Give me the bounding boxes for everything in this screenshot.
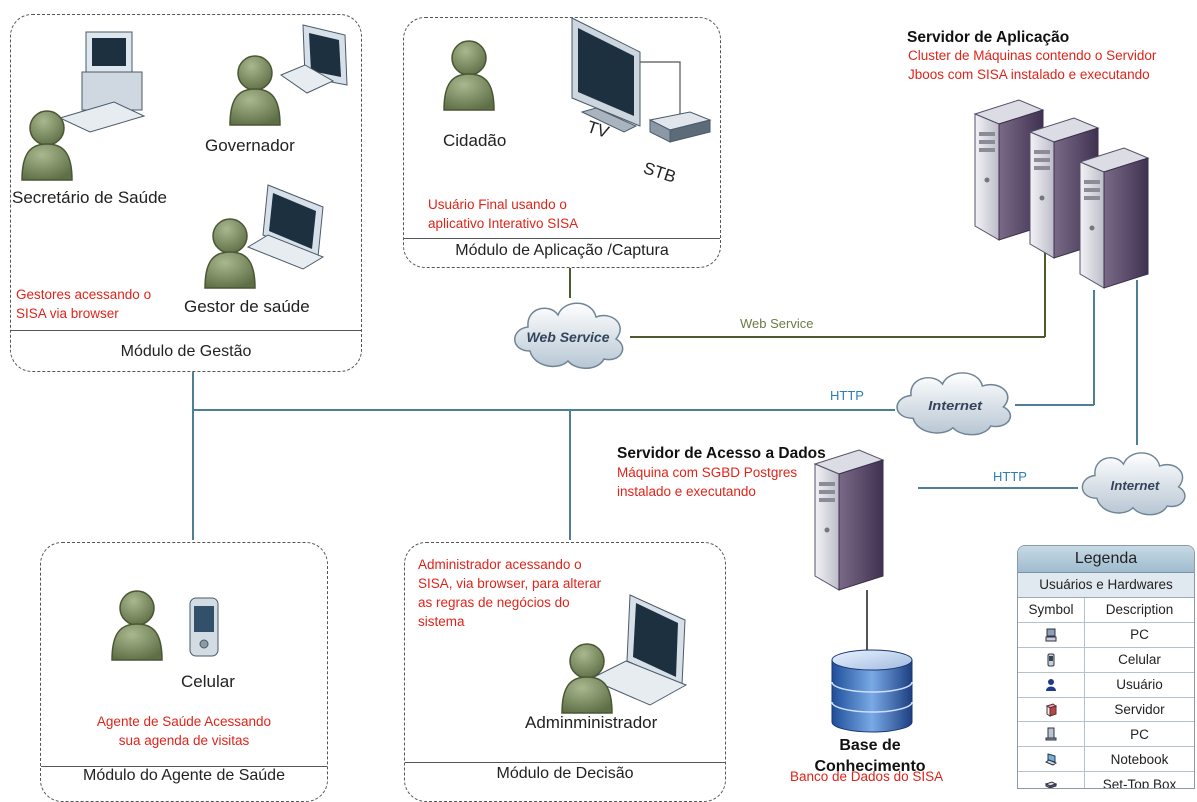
secretario-label: Secretário de Saúde xyxy=(12,188,167,207)
legend-row: Notebook xyxy=(1018,747,1194,773)
modulo-aplicacao-title: Módulo de Aplicação /Captura xyxy=(455,242,669,259)
user-icon xyxy=(1046,678,1056,691)
http-label-1: HTTP xyxy=(830,388,864,403)
legend-row: PC xyxy=(1018,622,1194,648)
mobile-icon xyxy=(1047,653,1055,667)
internet-cloud-2: Internet xyxy=(1081,452,1186,516)
pc-tower-icon xyxy=(1045,727,1057,741)
network-lines xyxy=(192,61,1138,652)
legend-row: Usuário xyxy=(1018,672,1194,698)
http-label-2: HTTP xyxy=(993,469,1027,484)
servidor-dados-title: Servidor de Acesso a Dados xyxy=(617,445,826,462)
data-server-icon xyxy=(814,449,884,591)
laptop-gestor-icon xyxy=(246,184,325,270)
tv-icon xyxy=(571,17,641,133)
stb-icon xyxy=(648,111,712,143)
set-top-box-icon xyxy=(1045,781,1057,788)
legend-description: Usuário xyxy=(1116,677,1163,693)
svg-text:Internet: Internet xyxy=(928,397,983,412)
server-cluster-icon xyxy=(974,99,1149,289)
legend-title: Legenda xyxy=(1018,546,1194,573)
servidor-aplicacao-title: Servidor de Aplicação xyxy=(907,29,1070,46)
legend-row: PC xyxy=(1018,722,1194,748)
legend-description: PC xyxy=(1130,627,1149,643)
gestor-label: Gestor de saúde xyxy=(184,297,310,316)
internet-cloud-1: Internet xyxy=(896,372,1012,436)
base-conhecimento-note: Banco de Dados do SISA xyxy=(790,769,944,784)
legend-description: Set-Top Box xyxy=(1102,776,1177,789)
web-service-cloud: Web Service xyxy=(513,302,624,370)
modulo-gestao-box xyxy=(10,14,362,372)
svg-text:Web Service: Web Service xyxy=(526,329,609,345)
database-icon xyxy=(831,649,913,733)
server-icon xyxy=(1045,702,1057,717)
governador-label: Governador xyxy=(205,136,295,155)
modulo-decisao-title: Módulo de Decisão xyxy=(496,765,634,782)
tv-stb-cable xyxy=(640,61,681,118)
legend-description: Notebook xyxy=(1110,751,1169,767)
web-service-line-label: Web Service xyxy=(740,316,813,331)
legend-description: Servidor xyxy=(1114,702,1165,717)
legend-table: Legenda Usuários e Hardwares Symbol Desc… xyxy=(1017,545,1195,789)
monitor-icon xyxy=(279,24,348,94)
modulo-aplicacao-box xyxy=(403,17,721,268)
legend-subtitle: Usuários e Hardwares xyxy=(1018,573,1194,598)
laptop-admin-icon xyxy=(588,594,688,706)
modulo-agente-title: Módulo do Agente de Saúde xyxy=(83,767,285,784)
legend-description: PC xyxy=(1130,726,1149,742)
admin-label: Adminministrador xyxy=(525,713,658,732)
svg-text:Internet: Internet xyxy=(1111,478,1160,493)
cidadao-label: Cidadão xyxy=(443,131,507,150)
legend-row: Set-Top Box xyxy=(1018,772,1194,789)
legend-col-description: Description xyxy=(1105,602,1174,618)
pc-icon xyxy=(1045,628,1057,642)
modulo-gestao-title: Módulo de Gestão xyxy=(120,343,252,360)
legend-description: Celular xyxy=(1118,652,1161,668)
legend-header-row: Symbol Description xyxy=(1018,598,1194,623)
mobile-phone-icon xyxy=(189,597,219,657)
legend-row: Celular xyxy=(1018,647,1194,673)
notebook-icon xyxy=(1045,753,1057,766)
celular-label: Celular xyxy=(181,672,235,691)
desktop-pc-icon xyxy=(58,31,146,133)
legend-col-symbol: Symbol xyxy=(1018,598,1085,622)
legend-row: Servidor xyxy=(1018,697,1194,723)
